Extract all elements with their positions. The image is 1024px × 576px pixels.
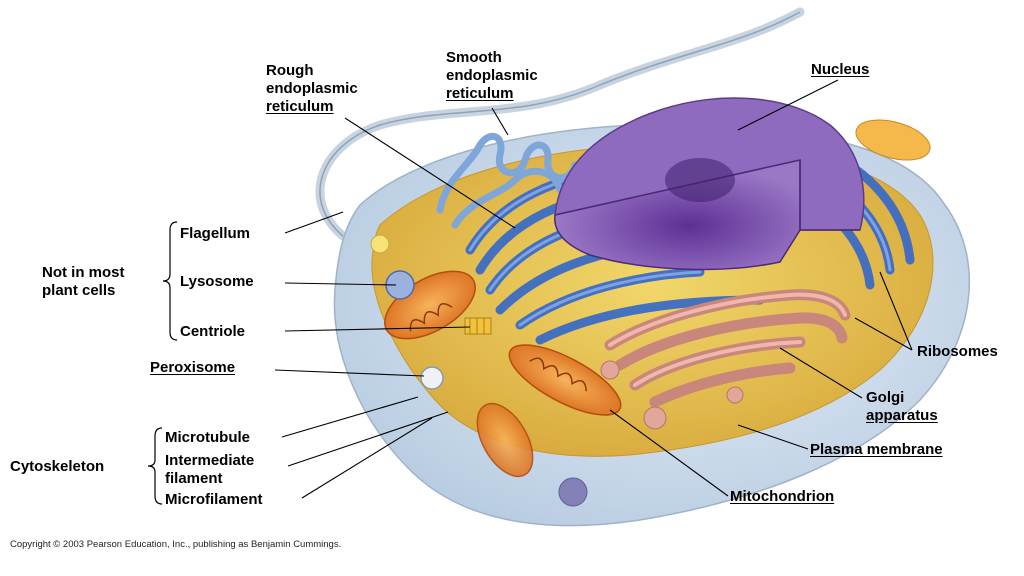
braces [147, 221, 178, 505]
lysosome-label: Lysosome [180, 273, 254, 290]
not-in-plants-label: Not in most plant cells [42, 264, 125, 300]
nucleus-label: Nucleus [811, 61, 870, 78]
copyright-text: Copyright © 2003 Pearson Education, Inc.… [10, 539, 342, 550]
intermediate-filament-label: Intermediate filament [165, 452, 254, 488]
not-in-plants-line1: Not in most [42, 264, 125, 281]
cytoskeleton-brace [147, 427, 163, 505]
intermediate-filament-line2: filament [165, 470, 223, 487]
smooth-er-shape [436, 132, 579, 229]
golgi-label-line2: apparatus [866, 407, 938, 424]
nucleus-shape [554, 97, 865, 271]
smooth-er-label: Smooth endoplasmic reticulum [446, 49, 538, 103]
leader-lines [274, 79, 913, 499]
flagellum-label: Flagellum [180, 225, 251, 242]
ribosomes-label: Ribosomes [917, 343, 998, 360]
smooth-er-label-line1: Smooth [446, 49, 502, 66]
rough-er-label-line1: Rough [266, 62, 314, 79]
smooth-er-label-line2: endoplasmic [446, 67, 538, 84]
peroxisome-shape [420, 366, 444, 390]
golgi-label-line1: Golgi [866, 389, 905, 406]
rough-er-label-line3: reticulum [266, 98, 334, 115]
microfilament-label: Microfilament [165, 491, 263, 508]
centriole-shape [464, 317, 492, 335]
rough-er-label-line2: endoplasmic [266, 80, 358, 97]
centriole-label: Centriole [180, 323, 246, 340]
intermediate-filament-line1: Intermediate [165, 452, 255, 469]
smooth-er-label-line3: reticulum [446, 85, 514, 102]
plasma-membrane-label: Plasma membrane [810, 441, 943, 458]
cytoskeleton-label: Cytoskeleton [10, 458, 105, 475]
microtubule-label: Microtubule [165, 429, 250, 446]
not-in-plants-brace [162, 221, 178, 341]
rough-er-label: Rough endoplasmic reticulum [266, 62, 358, 116]
mitochondrion-label: Mitochondrion [730, 488, 835, 505]
not-in-plants-line2: plant cells [42, 282, 116, 299]
peroxisome-label: Peroxisome [150, 359, 236, 376]
golgi-label: Golgi apparatus [866, 389, 938, 425]
